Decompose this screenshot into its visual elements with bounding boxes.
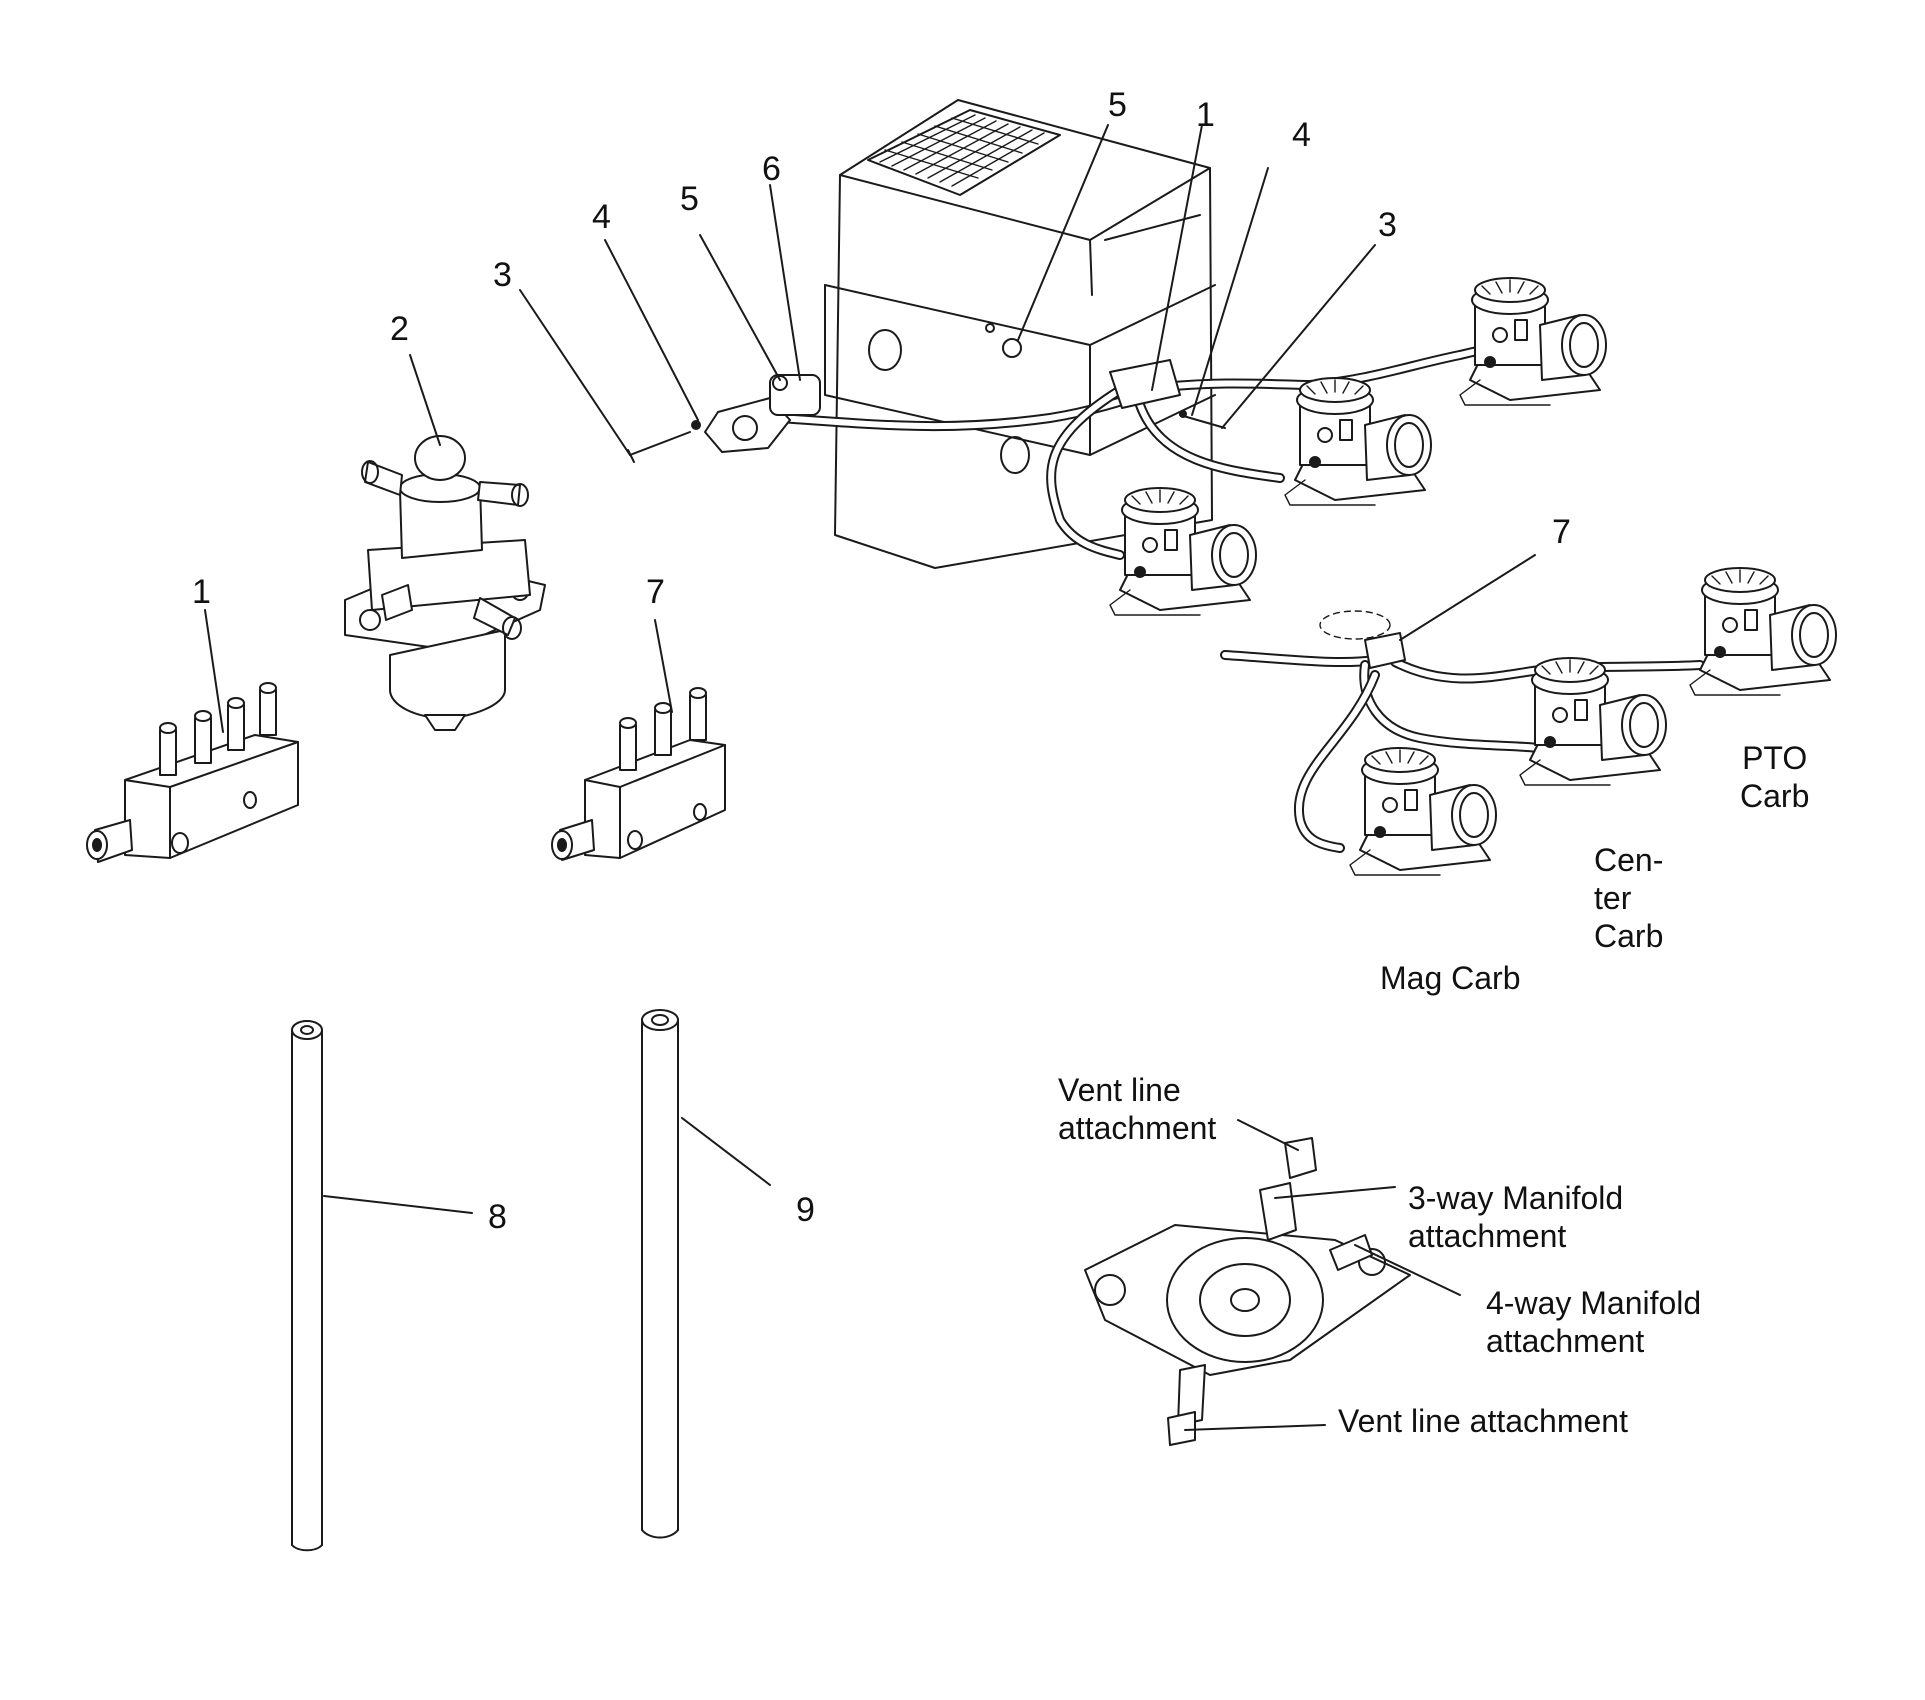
manifold-4-way (86, 682, 299, 863)
callout-1-manifold: 1 (192, 573, 211, 611)
upper-center-carb (1284, 377, 1432, 506)
label-center-carb: Cen- ter Carb (1594, 842, 1664, 954)
hose-8 (291, 1020, 323, 1552)
tank-fuel-pump (627, 374, 1226, 463)
lower-pto-carb (1689, 567, 1837, 696)
callout-4-left: 4 (592, 198, 611, 236)
callout-6: 6 (762, 150, 781, 188)
callout-3-right: 3 (1378, 206, 1397, 244)
callout-5-left: 5 (680, 180, 699, 218)
upper-mag-carb (1109, 487, 1257, 616)
callout-leaders (204, 124, 1536, 1214)
label-pto-carb: PTO Carb (1740, 740, 1810, 814)
callout-5-tank: 5 (1108, 86, 1127, 124)
callout-9-hose: 9 (796, 1191, 815, 1229)
lower-mag-carb (1349, 747, 1497, 876)
label-vent-line-bottom: Vent line attachment (1338, 1403, 1628, 1439)
label-mag-carb: Mag Carb (1380, 960, 1521, 996)
callout-3-left: 3 (493, 256, 512, 294)
label-3-way-manifold: 3-way Manifold attachment (1408, 1180, 1624, 1254)
label-vent-line-top: Vent line attachment (1058, 1072, 1217, 1146)
callout-7-manifold: 7 (646, 573, 665, 611)
lower-center-carb (1519, 657, 1667, 786)
label-4-way-manifold: 4-way Manifold attachment (1486, 1285, 1702, 1359)
callout-2-pump: 2 (390, 310, 409, 348)
lower-carb-lines (1220, 610, 1705, 853)
upper-pto-carb (1459, 277, 1607, 406)
hose-9 (641, 1009, 679, 1539)
fuel-pump (344, 435, 546, 731)
callout-8-hose: 8 (488, 1198, 507, 1236)
pump-detail-view (1084, 1119, 1461, 1446)
manifold-3-way (551, 687, 726, 861)
fuel-tank (824, 99, 1216, 569)
callout-4-right: 4 (1292, 116, 1311, 154)
callout-1-tank: 1 (1196, 96, 1215, 134)
callout-7-lower: 7 (1552, 513, 1571, 551)
